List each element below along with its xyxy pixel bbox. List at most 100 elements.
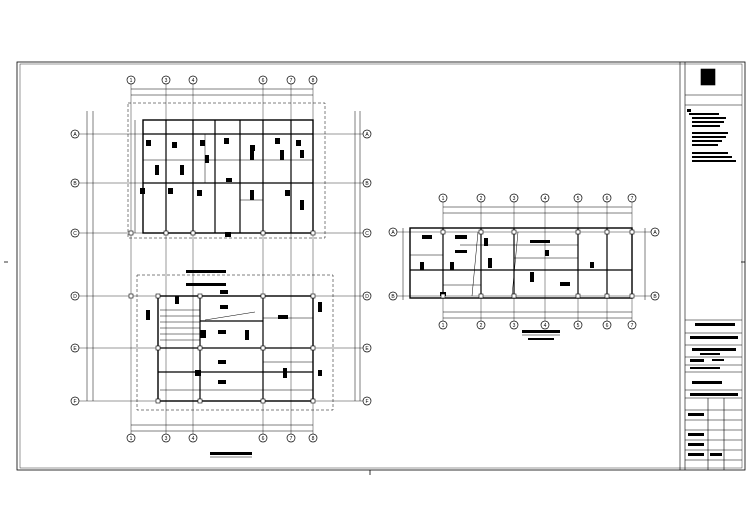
column (260, 293, 266, 299)
grid-label: 7 (290, 436, 293, 442)
beam-annotation (195, 370, 201, 376)
column (260, 345, 266, 351)
grid-label: A (365, 132, 369, 138)
beam-annotation (220, 305, 228, 309)
sheet-inner-border (19, 63, 743, 469)
beam-outline (142, 119, 314, 234)
beam-annotation (140, 188, 145, 194)
beam-annotation (318, 370, 322, 376)
beam-annotation (530, 240, 550, 243)
grid-bubble (188, 433, 198, 443)
column (604, 293, 610, 299)
grid-bubble (70, 396, 80, 406)
beam-annotation (455, 250, 467, 253)
beam-annotation (250, 150, 254, 160)
grid-label: 3 (513, 323, 516, 329)
grid-bubble (476, 320, 486, 330)
grid-label: B (73, 181, 77, 187)
beam-annotation (275, 138, 280, 144)
grid-bubble (602, 193, 612, 203)
grid-label: 8 (312, 436, 315, 442)
beam-annotation (296, 140, 301, 146)
beam-annotation (280, 150, 284, 160)
grid-bubble (438, 193, 448, 203)
grid-label: 1 (442, 196, 445, 202)
grid-label: E (73, 346, 77, 352)
beam-annotation (422, 235, 432, 239)
beam-annotation (218, 330, 226, 334)
grid-bubble (362, 291, 372, 301)
grid-bubble (573, 193, 583, 203)
grid-bubble (286, 75, 296, 85)
grid-label: D (73, 294, 77, 300)
grid-label: 4 (192, 78, 195, 84)
grid-bubble (70, 291, 80, 301)
beam-annotation (530, 272, 534, 282)
grid-label: 1 (130, 78, 133, 84)
grid-bubble (161, 433, 171, 443)
grid-bubble (438, 320, 448, 330)
beam-annotation (250, 145, 255, 151)
grid-bubble (362, 228, 372, 238)
grid-bubble (388, 227, 398, 237)
beam-annotation (318, 302, 322, 312)
grid-bubble (540, 193, 550, 203)
column (478, 229, 484, 235)
grid-label: A (653, 230, 657, 236)
column (197, 293, 203, 299)
grid-bubble (362, 343, 372, 353)
grid-label: F (73, 399, 76, 405)
column (260, 230, 266, 236)
beam-annotation (175, 296, 179, 304)
beam-annotation (545, 250, 549, 256)
beam-annotation (455, 235, 467, 239)
column (310, 398, 316, 404)
beam-annotation (186, 270, 226, 273)
column (155, 345, 161, 351)
grid-label: C (73, 231, 77, 237)
grid-label: B (365, 181, 369, 187)
grid-bubble (602, 320, 612, 330)
beam-annotation (285, 190, 290, 196)
column (629, 229, 635, 235)
beam-annotation (283, 368, 287, 378)
grid-bubble (509, 193, 519, 203)
grid-bubble (286, 433, 296, 443)
beam-annotation (590, 262, 594, 268)
secondary-beam (471, 231, 479, 297)
column (629, 293, 635, 299)
grid-label: 7 (631, 323, 634, 329)
beam-annotation (450, 262, 454, 270)
grid-label: 2 (480, 196, 483, 202)
beam-annotation (250, 190, 254, 200)
beam-annotation (218, 380, 226, 384)
column (478, 293, 484, 299)
grid-label: 1 (130, 436, 133, 442)
beam-annotation (220, 290, 228, 294)
drawing-scale-note (528, 338, 554, 340)
grid-label: 4 (544, 196, 547, 202)
column (310, 293, 316, 299)
grid-bubble (70, 228, 80, 238)
grid-label: 3 (165, 436, 168, 442)
grid-bubble (362, 178, 372, 188)
beam-annotation (197, 190, 202, 196)
column (260, 398, 266, 404)
column (163, 230, 169, 236)
grid-label: 6 (262, 436, 265, 442)
column (128, 230, 134, 236)
grid-label: A (73, 132, 77, 138)
column (190, 230, 196, 236)
column (575, 293, 581, 299)
grid-bubble (161, 75, 171, 85)
beam-annotation (186, 283, 226, 286)
beam-annotation (560, 282, 570, 286)
title-block (679, 62, 742, 470)
company-logo (700, 68, 716, 86)
beam-annotation (245, 330, 249, 340)
beam-annotation (488, 258, 492, 268)
beam-annotation (224, 138, 229, 144)
